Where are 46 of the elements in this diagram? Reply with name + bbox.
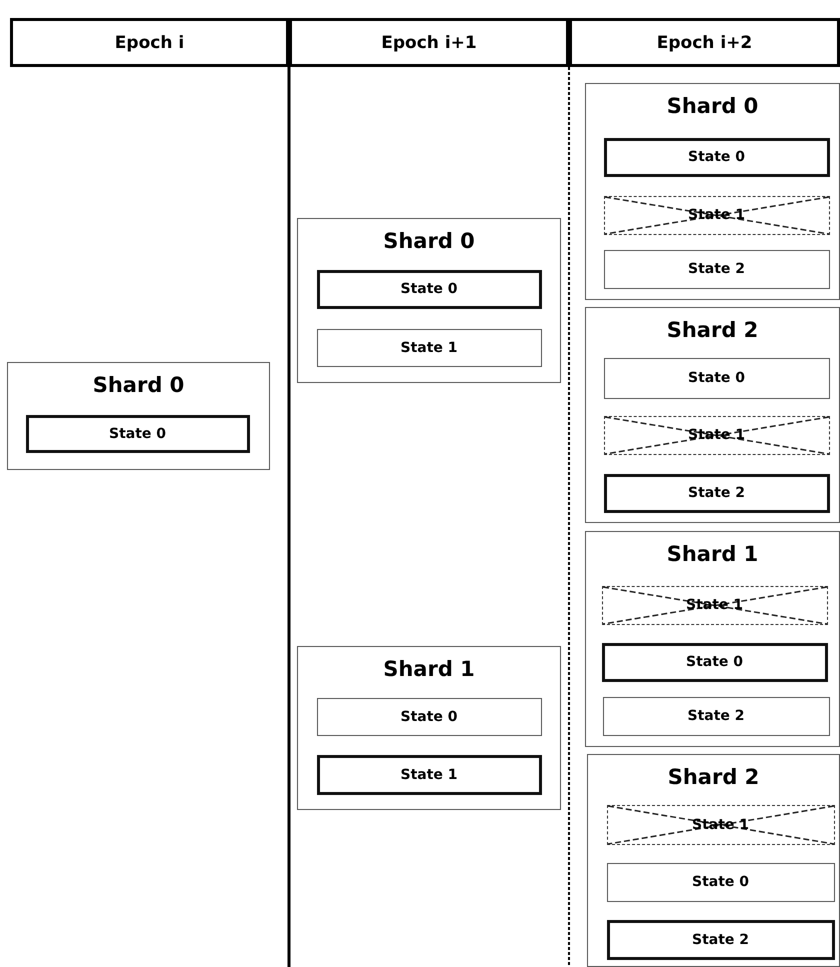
shard-box — [297, 646, 561, 810]
state-box — [604, 358, 830, 398]
shard-box — [7, 362, 270, 470]
column-header — [289, 18, 569, 67]
shard-title: Shard 0 — [666, 94, 760, 118]
column-header — [569, 18, 840, 67]
state-label: State 2 — [688, 485, 746, 501]
shard-box — [585, 531, 840, 747]
state-label: State 0 — [400, 708, 458, 724]
state-box — [606, 920, 834, 960]
state-box — [316, 698, 542, 736]
state-box — [316, 270, 542, 308]
state-label: State 0 — [688, 149, 746, 165]
state-box — [602, 642, 828, 682]
shard-title: Shard 1 — [666, 542, 760, 566]
state-box — [602, 696, 830, 736]
shard-box — [585, 83, 840, 300]
state-label: State 0 — [400, 281, 458, 297]
state-label: State 0 — [686, 654, 744, 670]
column-header-label: Epoch i+2 — [656, 32, 752, 52]
shard-box — [587, 754, 840, 967]
state-box — [26, 414, 250, 452]
state-box — [316, 754, 542, 794]
column-header — [10, 18, 289, 67]
shard-title: Shard 1 — [382, 657, 476, 681]
state-box — [604, 474, 830, 512]
state-label: State 1 — [400, 340, 458, 356]
state-box — [606, 862, 834, 902]
shard-title: Shard 2 — [666, 318, 760, 342]
column-header-label: Epoch i+1 — [381, 32, 477, 52]
state-label: State 1 — [400, 766, 458, 782]
state-box — [604, 250, 830, 288]
state-label: State 2 — [692, 932, 750, 948]
shard-box — [585, 307, 840, 523]
column-header-label: Epoch i — [114, 32, 184, 52]
state-box — [604, 138, 830, 176]
state-label: State 0 — [692, 874, 750, 890]
shard-title: Shard 0 — [382, 229, 476, 253]
shard-box — [297, 218, 561, 383]
state-label: State 0 — [688, 370, 746, 386]
shard-title: Shard 2 — [666, 765, 760, 789]
state-label: State 0 — [108, 426, 166, 442]
state-label: State 2 — [688, 261, 746, 277]
state-box — [316, 328, 542, 366]
shard-title: Shard 0 — [92, 373, 186, 397]
state-label: State 2 — [687, 708, 745, 724]
